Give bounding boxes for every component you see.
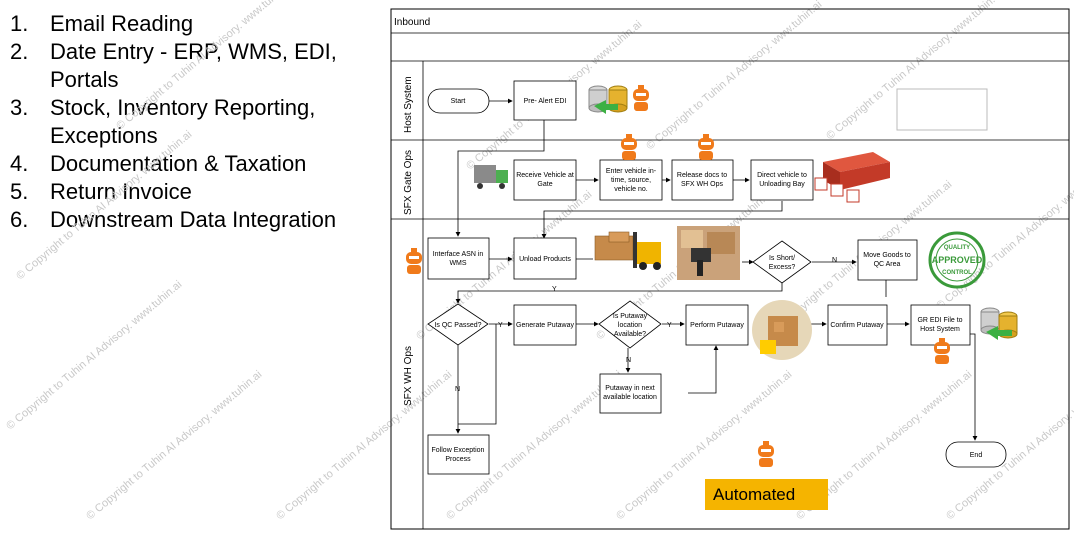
robot-icon [406, 248, 422, 274]
svg-text:Pre- Alert EDI: Pre- Alert EDI [524, 98, 567, 105]
robot-icon [633, 85, 649, 111]
svg-text:SFX WH Ops: SFX WH Ops [681, 181, 724, 188]
container-trucks-icon [814, 152, 890, 203]
database-icon [588, 85, 628, 114]
putaway-next-box: Putaway in next available location [599, 373, 662, 414]
receive-vehicle-box: Receive Vehicle at Gate [513, 159, 577, 201]
svg-text:© Copyright to Tuhin AI Adviso: © Copyright to Tuhin AI Advisory. www.tu… [14, 129, 194, 283]
svg-text:APPROVED: APPROVED [932, 255, 983, 265]
list-item: 1.Email Reading [10, 11, 194, 36]
svg-text:Enter vehicle in-: Enter vehicle in- [606, 168, 657, 175]
svg-text:GR EDI File to: GR EDI File to [917, 317, 962, 324]
is-short-decision: Is Short/ Excess? [752, 240, 812, 284]
svg-text:Follow Exception: Follow Exception [432, 447, 485, 454]
lane-label-host: Host System [403, 76, 414, 133]
putaway-photo-icon [752, 300, 812, 360]
svg-text:Start: Start [451, 98, 466, 105]
robot-icon [621, 134, 637, 160]
svg-text:Release docs to: Release docs to [677, 172, 727, 179]
svg-text:Interface ASN in: Interface ASN in [433, 251, 484, 258]
is-qc-decision: Is QC Passed? [427, 303, 489, 346]
svg-text:© Copyright to Tuhin AI Adviso: © Copyright to Tuhin AI Advisory. www.tu… [4, 279, 184, 433]
svg-text:Unload Products: Unload Products [519, 256, 571, 263]
list-item: 4.Documentation & Taxation [10, 151, 307, 176]
database-icon [980, 307, 1018, 340]
automated-badge: Automated [705, 479, 828, 510]
edge-label-y: Y [667, 322, 672, 329]
svg-text:Putaway in next: Putaway in next [605, 385, 654, 392]
lane-label-wh: SFX WH Ops [403, 346, 414, 406]
svg-text:© Copyright to Tuhin AI Adviso: © Copyright to Tuhin AI Advisory. www.tu… [934, 159, 1074, 313]
empty-box [896, 88, 988, 131]
svg-text:© Copyright to Tuhin AI Adviso: © Copyright to Tuhin AI Advisory. www.tu… [84, 369, 264, 523]
automation-list: 1.Email Reading 2.Date Entry - ERP, WMS,… [10, 10, 370, 234]
start-node: Start [427, 88, 490, 114]
edge-label-n: N [626, 357, 631, 364]
robot-icon [698, 134, 714, 160]
svg-text:Unloading Bay: Unloading Bay [759, 181, 805, 188]
svg-text:QC Area: QC Area [874, 261, 901, 268]
is-putaway-decision: Is Putaway location Available? [598, 300, 662, 349]
svg-text:© Copyright to Tuhin AI Adviso: © Copyright to Tuhin AI Advisory. www.tu… [274, 369, 454, 523]
confirm-putaway-box: Confirm Putaway [827, 304, 888, 346]
svg-text:Is QC Passed?: Is QC Passed? [434, 322, 481, 329]
svg-text:End: End [970, 452, 983, 459]
release-docs-box: Release docs to SFX WH Ops [671, 159, 734, 201]
perform-putaway-box: Perform Putaway [685, 304, 749, 346]
svg-text:Direct vehicle to: Direct vehicle to [757, 172, 807, 179]
svg-text:Move Goods to: Move Goods to [863, 252, 911, 259]
svg-text:location: location [618, 322, 642, 329]
edge-label-n: N [832, 257, 837, 264]
svg-text:Host System: Host System [920, 326, 960, 333]
svg-text:WMS: WMS [449, 260, 466, 267]
move-goods-box: Move Goods to QC Area [857, 239, 918, 281]
list-item: 6.Downstream Data Integration [10, 207, 337, 232]
lane-label-gate: SFX Gate Ops [403, 150, 414, 215]
robot-icon [758, 441, 774, 467]
svg-text:QUALITY: QUALITY [944, 245, 970, 251]
enter-vehicle-box: Enter vehicle in- time, source, vehicle … [599, 159, 663, 201]
follow-exception-box: Follow Exception Process [427, 434, 490, 475]
interface-asn-box: Interface ASN in WMS [427, 237, 490, 280]
edge-label-y: Y [552, 286, 557, 293]
svg-text:Receive Vehicle at: Receive Vehicle at [516, 172, 574, 179]
generate-putaway-box: Generate Putaway [513, 304, 577, 346]
approved-stamp-icon: QUALITY APPROVED CONTROL [928, 231, 986, 289]
svg-text:Generate Putaway: Generate Putaway [516, 322, 574, 329]
svg-text:Confirm Putaway: Confirm Putaway [830, 322, 884, 329]
end-node: End [945, 441, 1007, 468]
pre-alert-edi-box: Pre- Alert EDI [513, 80, 577, 121]
list-item: 2.Date Entry - ERP, WMS, EDI, Portals [10, 39, 337, 92]
scanner-photo-icon [677, 226, 740, 280]
direct-vehicle-box: Direct vehicle to Unloading Bay [750, 159, 814, 201]
truck-icon [474, 165, 508, 189]
connectors [455, 98, 978, 441]
forklift-icon [594, 231, 661, 270]
svg-text:Perform Putaway: Perform Putaway [690, 322, 744, 329]
svg-text:© Copyright to Tuhin AI Adviso: © Copyright to Tuhin AI Advisory. www.tu… [644, 0, 824, 152]
svg-text:Is Short/: Is Short/ [769, 255, 795, 262]
edge-label-y: Y [498, 322, 503, 329]
svg-text:vehicle no.: vehicle no. [614, 186, 648, 193]
diagram-frame [390, 8, 1070, 530]
svg-text:© Copyright to Tuhin AI Adviso: © Copyright to Tuhin AI Advisory. www.tu… [114, 0, 294, 132]
svg-text:Is Putaway: Is Putaway [613, 313, 648, 320]
unload-products-box: Unload Products [513, 237, 577, 280]
svg-text:CONTROL: CONTROL [942, 270, 972, 276]
svg-text:Gate: Gate [537, 181, 552, 188]
edge-label-n: N [455, 386, 460, 393]
svg-text:time, source,: time, source, [611, 177, 651, 184]
list-item: 3.Stock, Inventory Reporting, Exceptions [10, 95, 316, 148]
svg-text:Excess?: Excess? [769, 264, 796, 271]
diagram-title: Inbound [394, 17, 430, 28]
list-item: 5.Return Invoice [10, 179, 192, 204]
svg-text:available location: available location [603, 394, 657, 401]
svg-text:Process: Process [445, 456, 471, 463]
svg-text:Available?: Available? [614, 331, 646, 338]
